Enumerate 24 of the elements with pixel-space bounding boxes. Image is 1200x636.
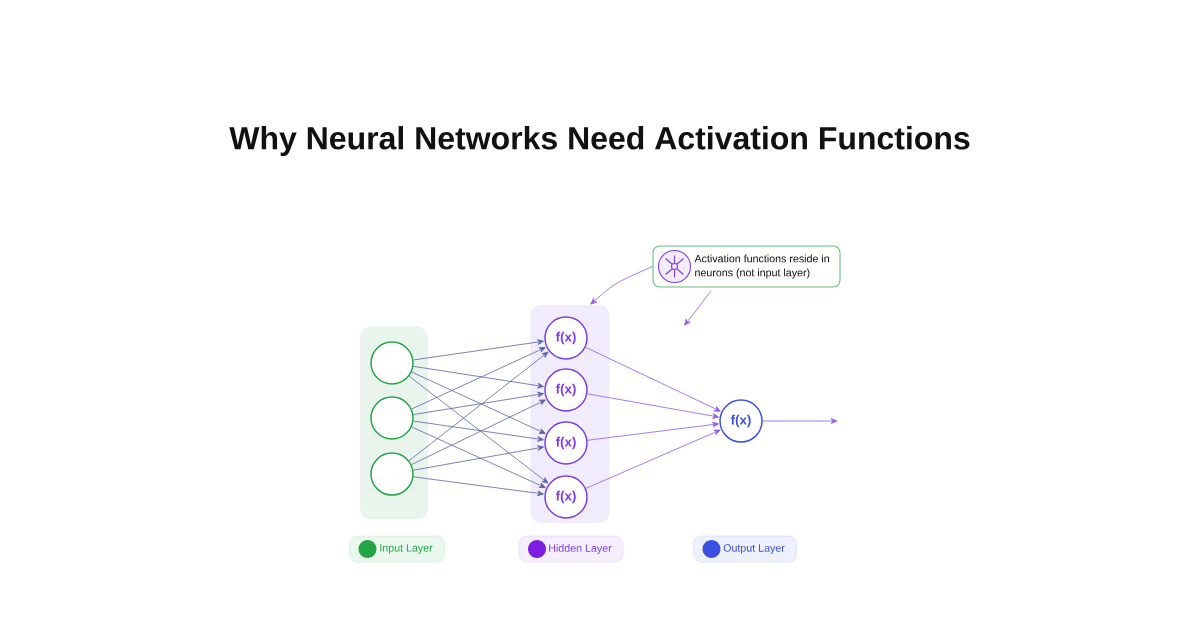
arrow (413, 445, 544, 471)
arrow (411, 347, 546, 410)
arrow (413, 365, 544, 389)
neuron-circle (370, 452, 414, 496)
arrow (413, 476, 544, 497)
neuron-circle (370, 396, 414, 440)
arrow (684, 290, 712, 326)
arrow (413, 391, 544, 415)
legend-pill: Hidden Layer (518, 535, 624, 563)
arrow (585, 429, 721, 489)
arrow (762, 418, 838, 424)
neuron-circle (370, 341, 414, 385)
arrow (408, 351, 549, 462)
title: Why Neural Networks Need Activation Functions (229, 126, 970, 156)
arrow (411, 371, 546, 434)
arrow (411, 426, 546, 488)
arrow (408, 375, 549, 484)
arrow (411, 399, 546, 465)
arrow (413, 420, 544, 442)
arrow (587, 421, 719, 441)
arrow (413, 339, 544, 361)
arrow (590, 266, 653, 305)
arrow (587, 393, 719, 419)
arrow (585, 346, 721, 412)
